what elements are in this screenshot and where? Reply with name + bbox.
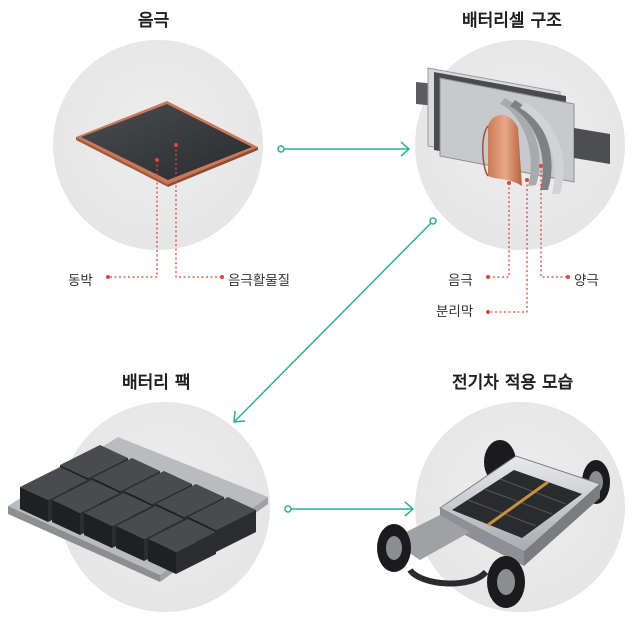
cell-structure-title: 배터리셀 구조 (462, 11, 562, 31)
anode-active-material-label: 음극활물질 (228, 273, 291, 289)
cell-leader-lines (488, 166, 568, 313)
battery-cell-illustration (416, 67, 610, 194)
battery-pack-title: 배터리 팩 (122, 373, 191, 393)
anode-leader-lines (108, 145, 222, 278)
connector-pack-to-ev (284, 501, 415, 517)
battery-pack-illustration (8, 437, 268, 582)
copper-foil-dot (155, 158, 159, 162)
separator-label: 분리막 (436, 304, 474, 320)
active-material-dot (174, 143, 178, 147)
cell-anode-label: 음극 (448, 273, 473, 289)
anode-plate (76, 101, 258, 187)
connector-anode-to-cell (277, 141, 411, 157)
copper-foil-label: 동박 (68, 273, 93, 289)
ev-chassis-illustration (377, 440, 610, 608)
connector-cell-to-pack (233, 217, 437, 423)
cell-cathode-label: 양극 (574, 273, 599, 289)
ev-application-title: 전기차 적용 모습 (452, 373, 574, 393)
anode-title: 음극 (138, 11, 170, 31)
